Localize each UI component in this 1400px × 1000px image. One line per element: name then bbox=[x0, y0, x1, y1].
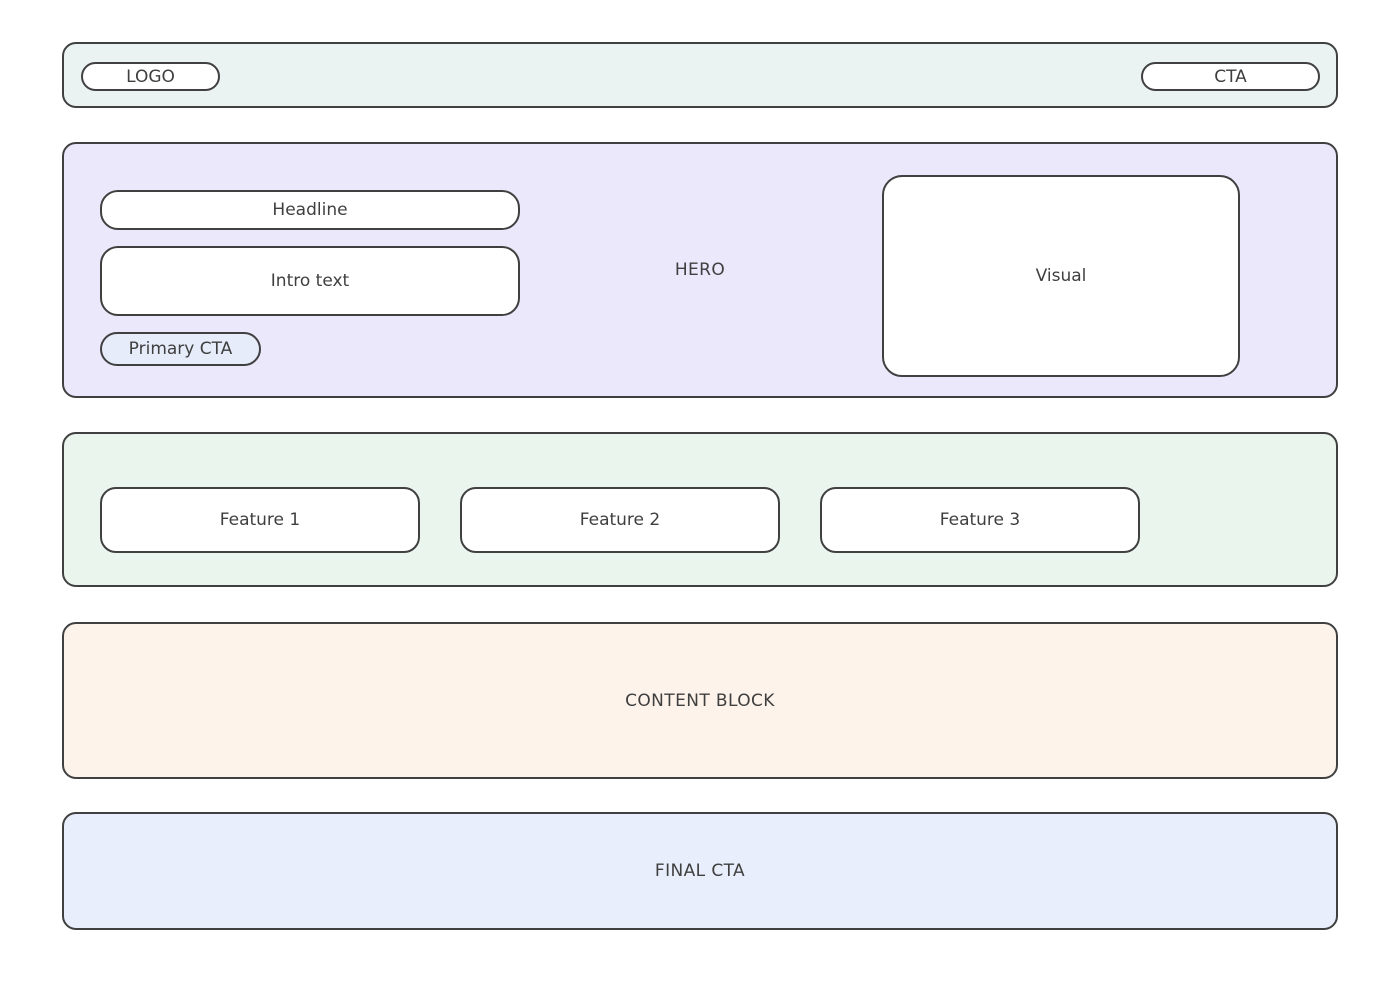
visual-label: Visual bbox=[1035, 266, 1087, 286]
intro-text-box: Intro text bbox=[100, 246, 520, 316]
content-block-label: CONTENT BLOCK bbox=[625, 690, 775, 711]
header-cta-label: CTA bbox=[1214, 66, 1247, 87]
feature-3-label: Feature 3 bbox=[939, 510, 1021, 530]
feature-card-3: Feature 3 bbox=[820, 487, 1140, 553]
primary-cta-label: Primary CTA bbox=[128, 339, 233, 359]
topbar: LOGO CTA bbox=[62, 42, 1338, 108]
feature-2-label: Feature 2 bbox=[579, 510, 661, 530]
feature-card-2: Feature 2 bbox=[460, 487, 780, 553]
logo-label: LOGO bbox=[126, 66, 175, 87]
feature-1-label: Feature 1 bbox=[219, 510, 301, 530]
primary-cta-button[interactable]: Primary CTA bbox=[100, 332, 261, 366]
feature-card-1: Feature 1 bbox=[100, 487, 420, 553]
logo-pill: LOGO bbox=[81, 62, 220, 91]
visual-box: Visual bbox=[882, 175, 1240, 377]
headline-label: Headline bbox=[272, 200, 348, 220]
intro-text-label: Intro text bbox=[270, 271, 350, 291]
headline-box: Headline bbox=[100, 190, 520, 230]
content-block-section: CONTENT BLOCK bbox=[62, 622, 1338, 779]
header-cta-button[interactable]: CTA bbox=[1141, 62, 1320, 91]
final-cta-section[interactable]: FINAL CTA bbox=[62, 812, 1338, 930]
hero-section: HERO Headline Intro text Primary CTA Vis… bbox=[62, 142, 1338, 398]
final-cta-label: FINAL CTA bbox=[654, 861, 746, 881]
features-section: Feature 1 Feature 2 Feature 3 bbox=[62, 432, 1338, 587]
